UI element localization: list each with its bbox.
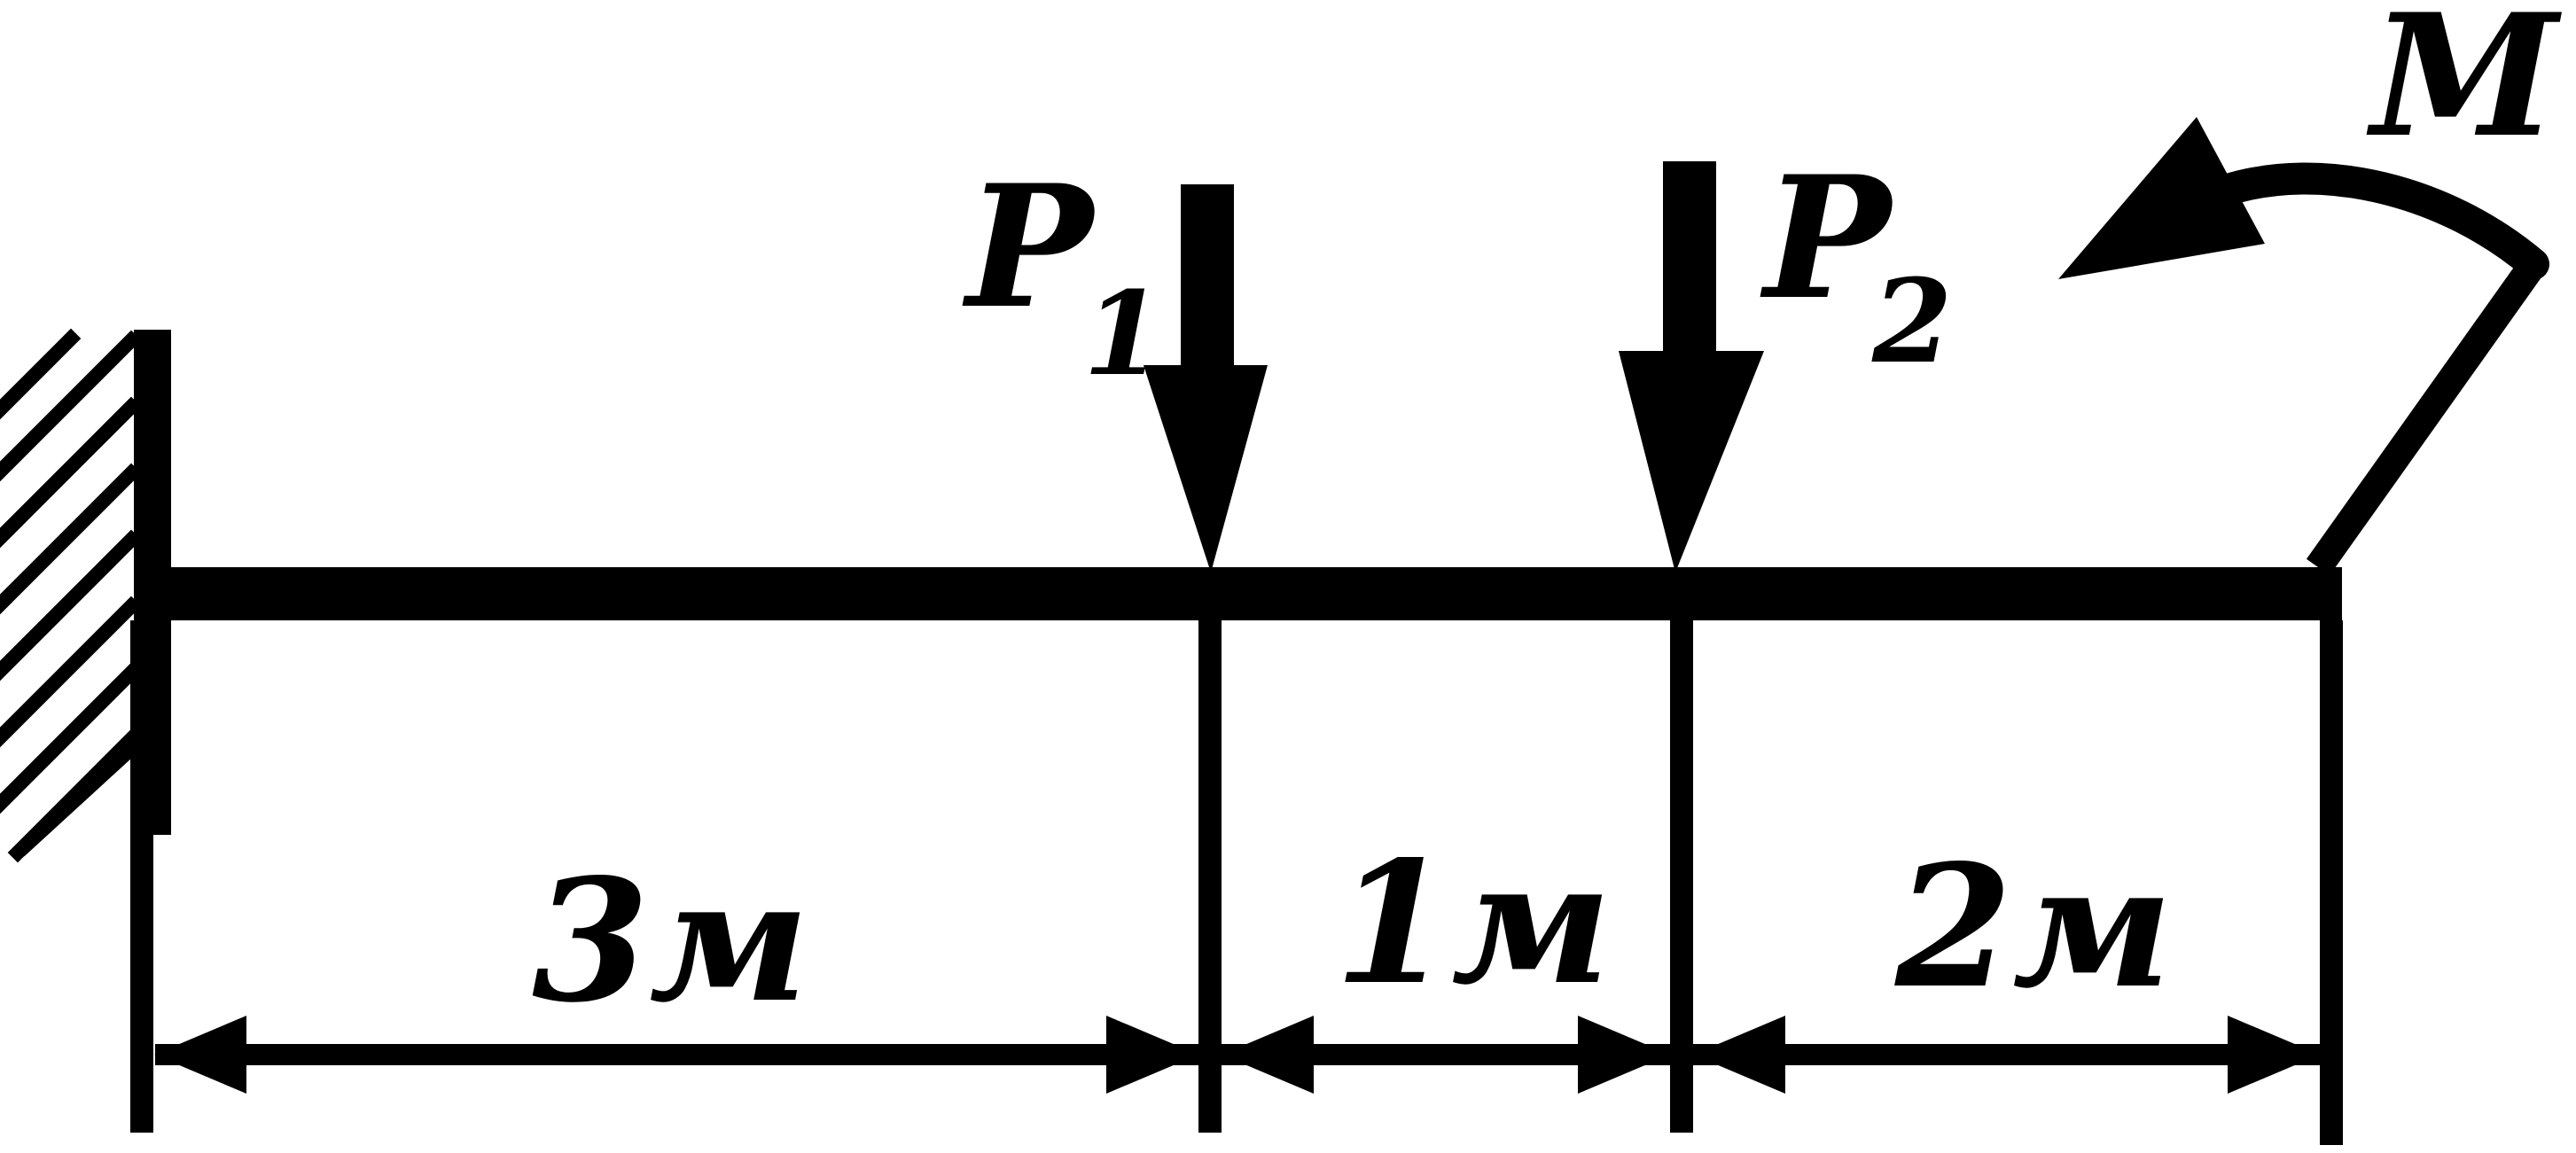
load-p2-label: P xyxy=(1760,139,1895,337)
load-p1-arrow xyxy=(1144,184,1268,573)
load-p2-arrow xyxy=(1619,161,1764,573)
moment-arrowhead xyxy=(2058,117,2265,279)
dim-arrowhead xyxy=(2228,1016,2320,1094)
dimension-label-1: 3м xyxy=(532,842,809,1040)
load-p2-subscript: 2 xyxy=(1871,253,1952,389)
dimension-label-3: 2м xyxy=(1894,828,2173,1025)
beam xyxy=(152,567,2342,620)
dim-arrowhead xyxy=(1578,1016,1670,1094)
moment-arc xyxy=(2209,162,2549,280)
moment-lever xyxy=(2306,255,2546,576)
dim-arrowhead xyxy=(1693,1016,1785,1094)
moment-label: M xyxy=(2366,0,2562,175)
support-hatching xyxy=(0,328,142,863)
dimension-lines xyxy=(154,1016,2320,1094)
extension-lines xyxy=(130,620,2343,1145)
dimension-label-2: 1м xyxy=(1334,824,1612,1022)
dim-arrowhead xyxy=(154,1016,246,1094)
load-p1-subscript: 1 xyxy=(1083,266,1163,401)
load-p1-label: P xyxy=(962,148,1097,346)
fixed-support xyxy=(0,328,171,863)
dim-arrowhead xyxy=(1222,1016,1314,1094)
dim-arrowhead xyxy=(1106,1016,1198,1094)
moment-arrow xyxy=(2058,117,2549,576)
